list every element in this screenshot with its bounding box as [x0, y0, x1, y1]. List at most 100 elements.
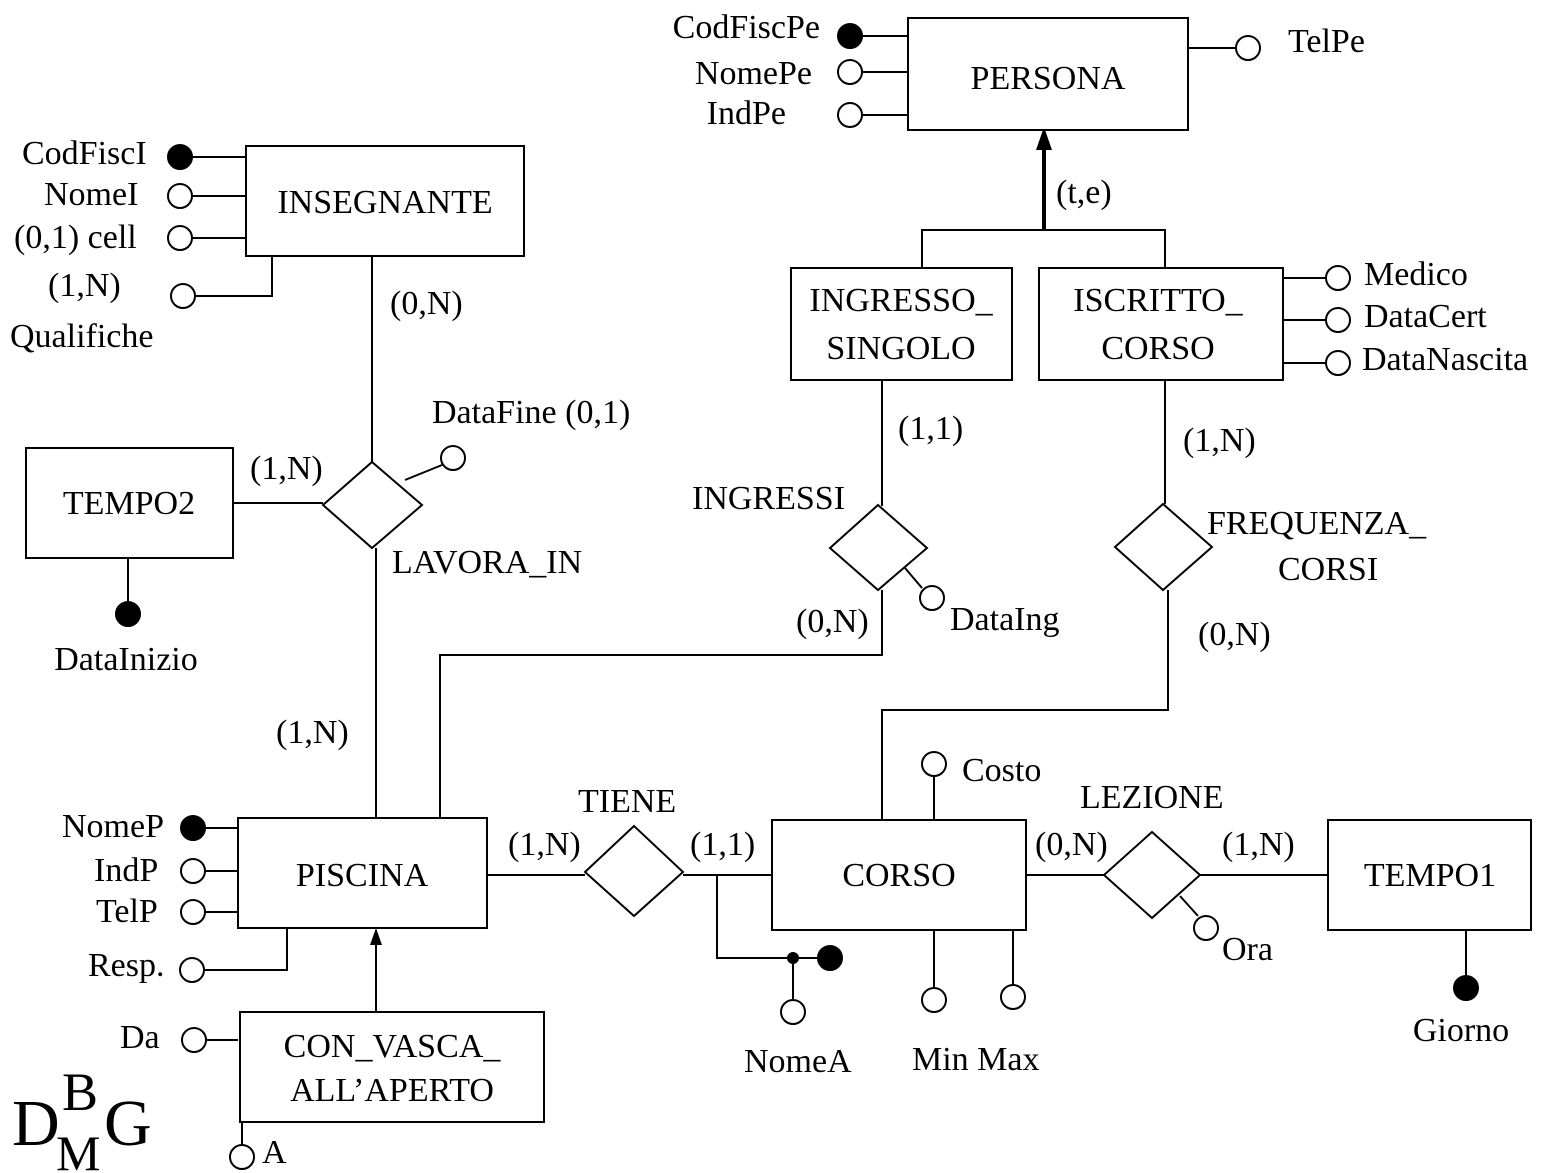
attribute-cell: [167, 225, 193, 251]
label-da: Da: [120, 1019, 160, 1056]
frequenza-corsi-line-2: CORSI: [1278, 551, 1378, 588]
attribute-telpe: [1235, 35, 1261, 61]
ingresso-singolo-line-2: SINGOLO: [826, 330, 975, 367]
label-indpe: IndPe: [707, 95, 786, 132]
svg-text:D: D: [12, 1087, 60, 1160]
svg-text:LAVORA_IN: LAVORA_IN: [392, 544, 582, 581]
svg-text:INSEGNANTE: INSEGNANTE: [277, 184, 492, 221]
entity-ingresso-singolo: INGRESSO_ SINGOLO: [790, 267, 1013, 381]
con-vasca-line-2: ALL’APERTO: [290, 1072, 494, 1109]
label-nomep: NomeP: [62, 808, 164, 845]
key-attribute-nomep: [180, 815, 206, 841]
label-a: A: [262, 1134, 287, 1171]
con-vasca-line-1: CON_VASCA_: [284, 1028, 502, 1065]
entity-iscritto-corso: ISCRITTO_ CORSO: [1038, 267, 1284, 381]
svg-text:B: B: [62, 1062, 98, 1122]
card-corso-frequenza: (0,N): [1198, 616, 1271, 653]
attribute-datanascita: [1325, 350, 1351, 376]
svg-text:LEZIONE: LEZIONE: [1080, 779, 1224, 816]
card-corso-tiene: (1,1): [690, 826, 755, 863]
svg-text:CORSO: CORSO: [842, 857, 955, 894]
card-corso-lezione: (0,N): [1035, 826, 1108, 863]
attribute-da: [181, 1027, 207, 1053]
svg-text:TEMPO2: TEMPO2: [63, 485, 195, 522]
attribute-telp: [180, 899, 206, 925]
relationship-ingressi: INGRESSI: [692, 480, 929, 592]
label-telpe: TelPe: [1288, 23, 1365, 60]
label-cell: (0,1) cell: [14, 219, 137, 256]
label-qualifiche: Qualifiche: [10, 318, 154, 355]
attribute-nomepe: [837, 59, 863, 85]
generalization-coverage: (t,e): [1056, 174, 1112, 211]
relationship-lezione: LEZIONE: [1080, 779, 1224, 920]
label-nomea: NomeA: [744, 1043, 852, 1080]
label-datafine: DataFine (0,1): [432, 394, 630, 431]
svg-text:TIENE: TIENE: [578, 783, 676, 820]
label-indp: IndP: [94, 852, 158, 889]
attribute-dataing: [919, 585, 945, 611]
attribute-min: [921, 987, 947, 1013]
dbmg-logo: D B G M: [12, 1062, 152, 1173]
iscritto-corso-line-1: ISCRITTO_: [1073, 282, 1243, 319]
label-codfiscpe: CodFiscPe: [673, 9, 820, 46]
attribute-ora: [1193, 915, 1219, 941]
svg-text:PERSONA: PERSONA: [971, 60, 1126, 97]
iscritto-corso-line-2: CORSO: [1101, 330, 1214, 367]
label-nomei: NomeI: [44, 176, 138, 213]
card-piscina-ingressi: (0,N): [796, 603, 869, 640]
svg-text:PISCINA: PISCINA: [296, 857, 429, 894]
relationship-tiene: TIENE: [578, 783, 685, 918]
entity-piscina: PISCINA: [237, 817, 488, 929]
entity-tempo1: TEMPO1: [1327, 819, 1532, 931]
attribute-medico: [1325, 265, 1351, 291]
label-datanascita: DataNascita: [1362, 341, 1528, 378]
attribute-datafine: [440, 445, 466, 471]
key-composite-identifier: [817, 945, 843, 971]
entity-tempo2: TEMPO2: [25, 447, 234, 559]
attribute-max: [1000, 984, 1026, 1010]
key-attribute-codfisci: [167, 144, 193, 170]
svg-text:M: M: [56, 1125, 100, 1173]
cardinality-labels: (0,N) (1,N) (1,N) (1,1) (0,N) (1,N) (0,N…: [250, 285, 1295, 863]
connectors: [127, 35, 1467, 1145]
card-insegnante-lavora: (0,N): [390, 285, 463, 322]
svg-text:TEMPO1: TEMPO1: [1364, 857, 1496, 894]
key-attribute-datainizio: [115, 601, 141, 627]
attribute-costo: [921, 751, 947, 777]
relationship-lavora-in: LAVORA_IN: [321, 460, 582, 581]
label-medico: Medico: [1364, 256, 1468, 293]
label-qualifiche-card: (1,N): [48, 267, 121, 304]
attribute-qualifiche: [170, 283, 196, 309]
attribute-nomei: [167, 183, 193, 209]
label-resp: Resp.: [88, 947, 165, 984]
ingresso-singolo-line-1: INGRESSO_: [809, 282, 993, 319]
attribute-indpe: [837, 102, 863, 128]
card-singolo-ingressi: (1,1): [898, 410, 963, 447]
entity-insegnante: INSEGNANTE: [245, 145, 525, 257]
entity-corso: CORSO: [771, 819, 1027, 931]
attribute-nomea: [780, 999, 806, 1025]
entity-persona: PERSONA: [907, 17, 1189, 131]
card-piscina-lavora: (1,N): [276, 714, 349, 751]
attribute-a: [229, 1144, 255, 1170]
entity-con-vasca-all-aperto: CON_VASCA_ ALL’APERTO: [239, 1011, 545, 1123]
attribute-resp: [179, 957, 205, 983]
label-costo: Costo: [962, 752, 1041, 789]
attribute-datacert: [1325, 307, 1351, 333]
frequenza-corsi-line-1: FREQUENZA_: [1207, 505, 1427, 542]
label-minmax: Min Max: [912, 1041, 1040, 1078]
attribute-markers: [115, 23, 1479, 1170]
relationship-frequenza-corsi: FREQUENZA_ CORSI: [1113, 502, 1427, 592]
label-dataing: DataIng: [950, 601, 1060, 638]
attribute-indp: [180, 858, 206, 884]
key-attribute-giorno: [1453, 975, 1479, 1001]
label-nomepe: NomePe: [695, 55, 812, 92]
card-tempo2-lavora: (1,N): [250, 450, 323, 487]
label-codfisci: CodFiscI: [22, 135, 147, 172]
identifier-junction-dot: [787, 952, 799, 964]
label-datacert: DataCert: [1364, 298, 1487, 335]
label-giorno: Giorno: [1413, 1012, 1509, 1049]
key-attribute-codfiscpe: [837, 23, 863, 49]
attribute-labels: CodFiscPe NomePe IndPe TelPe CodFiscI No…: [10, 9, 1528, 1171]
